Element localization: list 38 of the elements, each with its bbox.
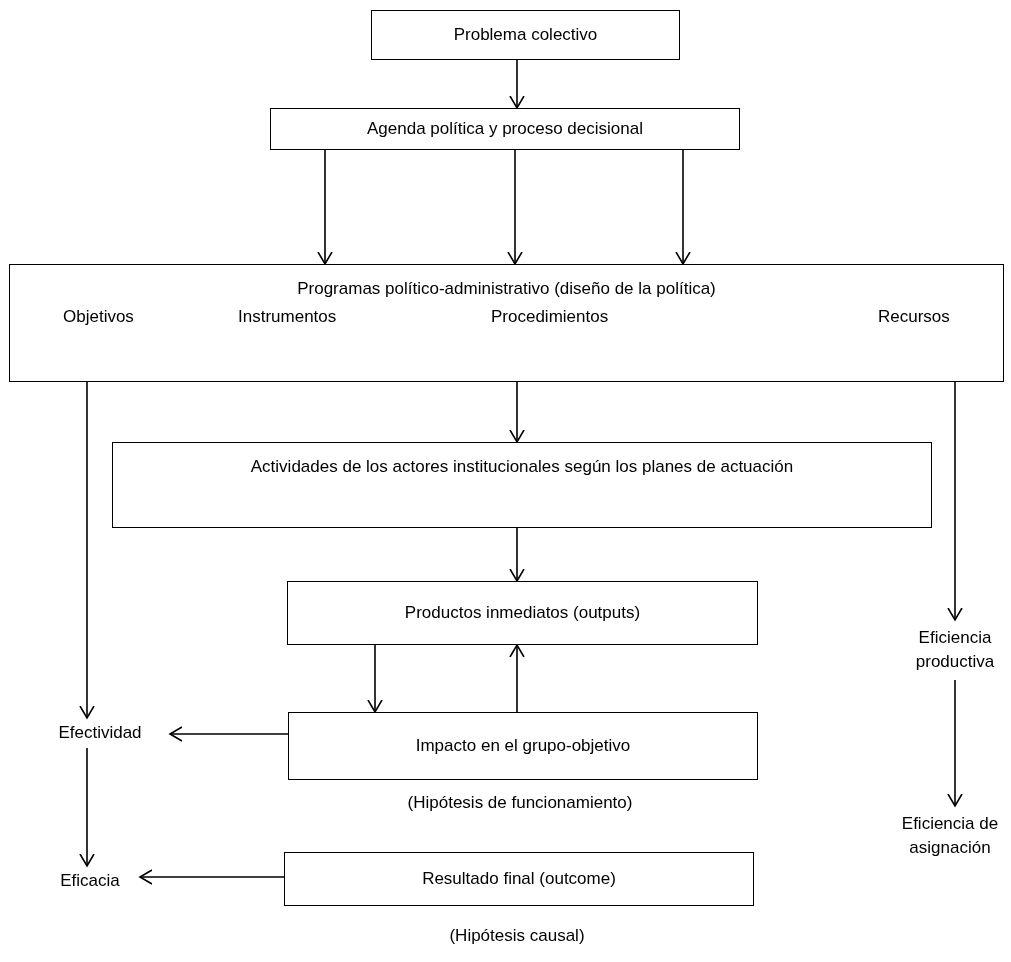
arrow [509, 381, 525, 443]
component-label: Procedimientos [491, 306, 609, 328]
outcome-text: Eficiencia de asignación [900, 813, 1000, 859]
box-title: Resultado final (outcome) [422, 868, 616, 890]
process-box [112, 442, 932, 528]
box-title: Problema colectivo [453, 24, 598, 46]
arrow [947, 679, 963, 807]
arrow [509, 527, 525, 582]
arrow [507, 149, 523, 265]
component-label: Recursos [878, 306, 950, 328]
box-title: Impacto en el grupo-objetivo [415, 735, 631, 757]
box-title: Actividades de los actores institucionales según los planes de actuación [250, 456, 794, 478]
arrow [139, 869, 285, 885]
outcome-text: Eficiencia productiva [914, 627, 996, 673]
box-title: Agenda política y proceso decisional [367, 118, 643, 140]
process-box [287, 581, 758, 645]
arrow [79, 747, 95, 867]
arrow [367, 644, 383, 713]
outcome-text: Eficacia [60, 870, 120, 892]
box-title: Productos inmediatos (outputs) [404, 602, 641, 624]
process-box [9, 264, 1004, 382]
process-box [371, 10, 680, 60]
component-label: Objetivos [63, 306, 134, 328]
process-box [270, 108, 740, 150]
component-label: Instrumentos [238, 306, 337, 328]
arrow [317, 149, 333, 265]
process-box [288, 712, 758, 780]
process-box [284, 852, 754, 906]
arrow [675, 149, 691, 265]
arrow [169, 726, 289, 742]
arrow [509, 644, 525, 713]
box-title: Programas político-administrativo (diseño de la política) [297, 278, 716, 300]
arrow [947, 381, 963, 621]
outcome-text: Efectividad [58, 722, 142, 744]
arrow [79, 381, 95, 719]
arrow [509, 59, 525, 109]
hypothesis-note: (Hipótesis causal) [449, 926, 585, 946]
hypothesis-note: (Hipótesis de funcionamiento) [407, 793, 633, 813]
